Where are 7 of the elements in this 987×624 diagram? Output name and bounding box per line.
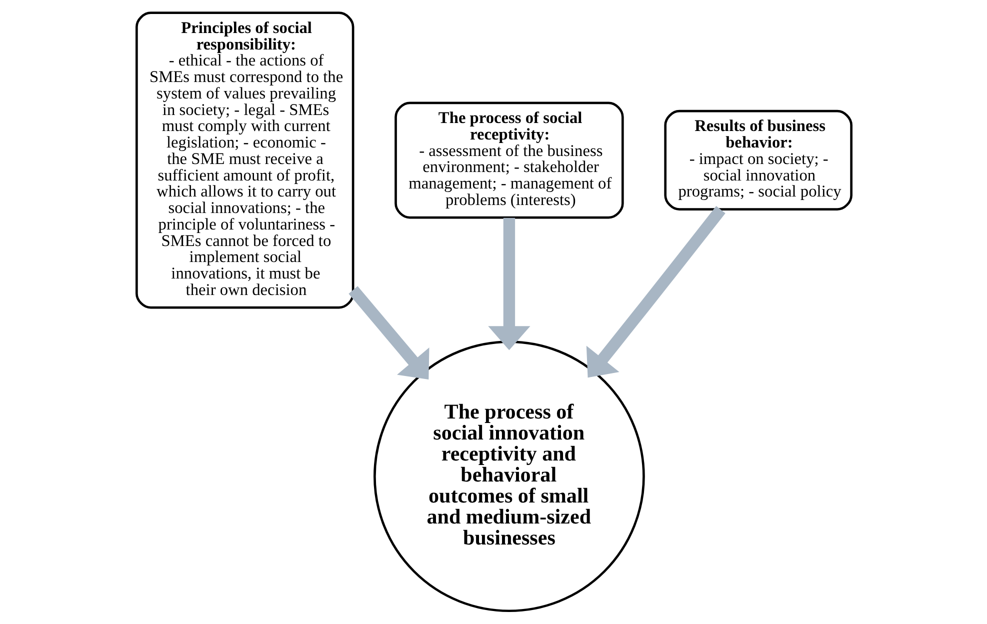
node-circle: The process of social innovation receptivity and behavioral outcomes of small and medium-sized businesses [373, 340, 644, 612]
arrow [586, 206, 725, 378]
node-box: Principles of social responsibility: - ethical - the actions of SMEs must correspond to the system of values prevailing in society; - legal - SMEs must comply with current legislation; - economic - the SME must receive a sufficient amount of profit, which allows it to carry out social innovations; - the principle of voluntariness - SMEs cannot be forced to implement social innovations, it must be their own decision [135, 12, 354, 309]
arrow [488, 218, 530, 350]
arrow [348, 286, 429, 380]
node-box: Results of business behavior: - impact on society; - social innovation programs; - social policy [664, 110, 852, 211]
node-box: The process of social receptivity: - assessment of the business environment; - stakeholder management; - management of problems (interests) [394, 102, 624, 219]
